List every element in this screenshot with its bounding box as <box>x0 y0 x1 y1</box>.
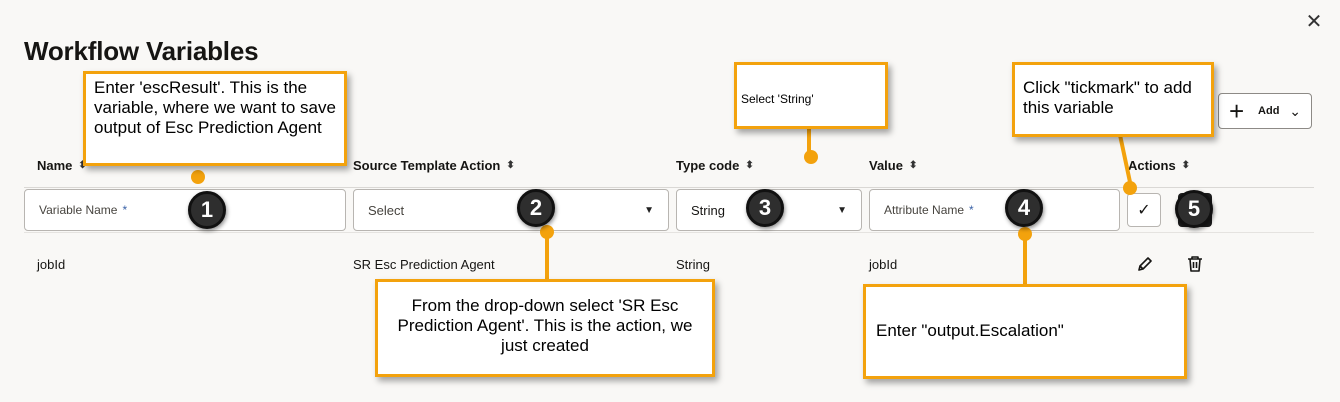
header-label: Actions <box>1128 158 1176 173</box>
close-icon[interactable]: ✕ <box>1305 11 1323 33</box>
header-label: Source Template Action <box>353 158 501 173</box>
sort-icon: ⬍ <box>78 160 86 171</box>
row-type-cell: String <box>676 257 710 272</box>
add-button-label: Add <box>1258 105 1280 117</box>
caret-down-icon: ▼ <box>644 204 654 216</box>
callout-1-dot <box>191 170 205 184</box>
column-header-type[interactable]: Type code ⬍ <box>676 158 754 173</box>
header-divider <box>24 187 1314 188</box>
variable-name-placeholder: Variable Name <box>39 203 118 217</box>
sort-icon: ⬍ <box>908 159 918 171</box>
column-header-source[interactable]: Source Template Action ⬍ <box>353 158 515 173</box>
header-label: Type code <box>676 158 740 173</box>
row-name-cell: jobId <box>37 257 66 272</box>
required-marker: * <box>122 203 128 217</box>
row-value-cell: jobId <box>869 257 898 272</box>
step-2-badge: 2 <box>517 189 555 227</box>
dialog-title: Workflow Variables <box>24 36 259 66</box>
type-select-value: String <box>691 202 725 218</box>
step-4-badge: 4 <box>1005 189 1043 227</box>
callout-5-connector <box>1023 234 1027 286</box>
variable-name-input[interactable]: Variable Name * <box>24 189 346 231</box>
header-label: Value <box>869 158 903 173</box>
column-header-actions[interactable]: Actions ⬍ <box>1128 158 1190 173</box>
required-marker: * <box>969 203 974 217</box>
callout-attribute-value: Enter "output.Escalation" <box>863 284 1187 379</box>
edit-pencil-icon[interactable] <box>1135 254 1155 274</box>
plus-icon: + <box>1229 96 1245 126</box>
row-divider <box>24 232 1314 233</box>
callout-variable-name: Enter 'escResult'. This is the variable,… <box>83 71 347 166</box>
add-button[interactable]: + Add ⌄ <box>1218 93 1312 129</box>
sort-icon: ⬍ <box>506 159 515 171</box>
tick-icon: ✓ <box>1137 202 1151 219</box>
attribute-name-placeholder: Attribute Name <box>884 203 965 217</box>
step-1-badge: 1 <box>188 191 226 229</box>
step-3-badge: 3 <box>746 189 784 227</box>
source-template-action-select[interactable]: Select ▼ <box>353 189 669 231</box>
callout-tickmark: Click "tickmark" to add this variable <box>1012 62 1214 137</box>
step-5-badge: 5 <box>1175 190 1213 228</box>
delete-trash-icon[interactable] <box>1185 254 1205 274</box>
tickmark-button[interactable]: ✓ <box>1127 193 1161 227</box>
callout-3-connector <box>807 128 811 154</box>
row-source-cell: SR Esc Prediction Agent <box>353 257 495 272</box>
column-header-name[interactable]: Name ⬍ <box>37 158 87 173</box>
callout-source-action: From the drop-down select 'SR Esc Predic… <box>375 279 715 377</box>
callout-4-dot <box>1123 181 1137 195</box>
attribute-name-input[interactable]: Attribute Name * <box>869 189 1120 231</box>
sort-icon: ⬍ <box>745 159 754 171</box>
header-label: Name <box>37 158 73 173</box>
chevron-down-icon: ⌄ <box>1289 102 1301 119</box>
callout-type-code: Select 'String' <box>734 62 888 129</box>
caret-down-icon: ▼ <box>837 204 847 216</box>
column-header-value[interactable]: Value ⬍ <box>869 158 917 173</box>
source-select-value: Select <box>368 202 405 218</box>
callout-2-connector <box>545 232 549 280</box>
sort-icon: ⬍ <box>1181 159 1191 171</box>
